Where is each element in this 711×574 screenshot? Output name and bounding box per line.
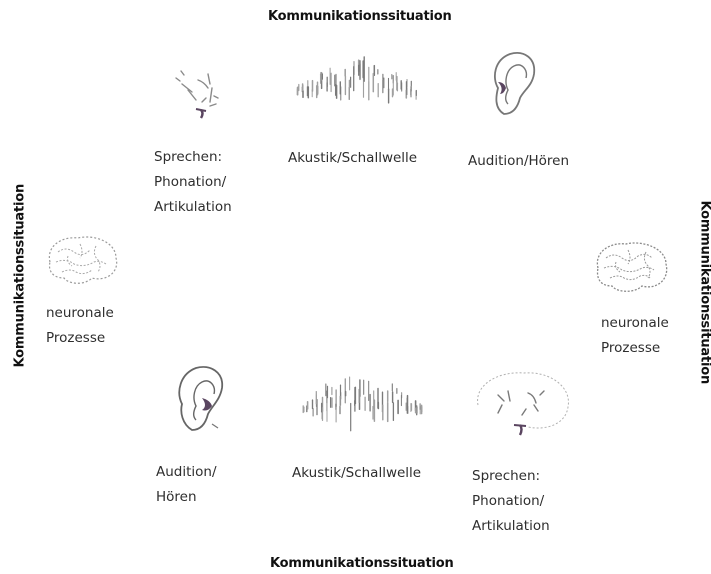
audition-line-1: Audition/ <box>156 464 217 480</box>
mouth-sketch-icon <box>468 365 578 445</box>
brain-icon <box>592 238 672 296</box>
neural-line-2: Prozesse <box>46 330 106 346</box>
ear-icon <box>172 362 230 436</box>
ear-icon <box>486 48 542 120</box>
audition-label-bottom: Audition/ Hören <box>156 460 217 510</box>
speech-line-2: Phonation/ <box>472 493 545 509</box>
situation-label-top: Kommunikationssituation <box>268 9 452 24</box>
neural-line-2: Prozesse <box>601 340 661 356</box>
neural-label-left: neuronale Prozesse <box>46 301 114 351</box>
acoustic-label-bottom: Akustik/Schallwelle <box>292 465 422 481</box>
acoustic-label-top: Akustik/Schallwelle <box>288 150 418 166</box>
speech-line-3: Artikulation <box>472 518 550 534</box>
speech-line-2: Phonation/ <box>154 174 227 190</box>
audition-line-2: Hören <box>156 489 197 505</box>
neural-line-1: neuronale <box>601 315 669 331</box>
speech-line-1: Sprechen: <box>154 149 223 165</box>
sound-wave-icon <box>292 50 422 135</box>
sound-wave-icon <box>297 368 427 453</box>
speech-line-3: Artikulation <box>154 199 232 215</box>
mouth-sketch-icon <box>168 66 238 126</box>
audition-label-top: Audition/Hören <box>468 153 570 169</box>
neural-line-1: neuronale <box>46 305 114 321</box>
speech-label-bottom: Sprechen: Phonation/ Artikulation <box>472 464 550 539</box>
speech-line-1: Sprechen: <box>472 468 541 484</box>
neural-label-right: neuronale Prozesse <box>601 311 669 361</box>
situation-label-bottom: Kommunikationssituation <box>270 556 454 571</box>
speech-label-top: Sprechen: Phonation/ Artikulation <box>154 145 232 220</box>
situation-label-left: Kommunikationssituation <box>12 183 28 368</box>
brain-icon <box>44 232 122 288</box>
situation-label-right: Kommunikationssituation <box>697 200 711 385</box>
